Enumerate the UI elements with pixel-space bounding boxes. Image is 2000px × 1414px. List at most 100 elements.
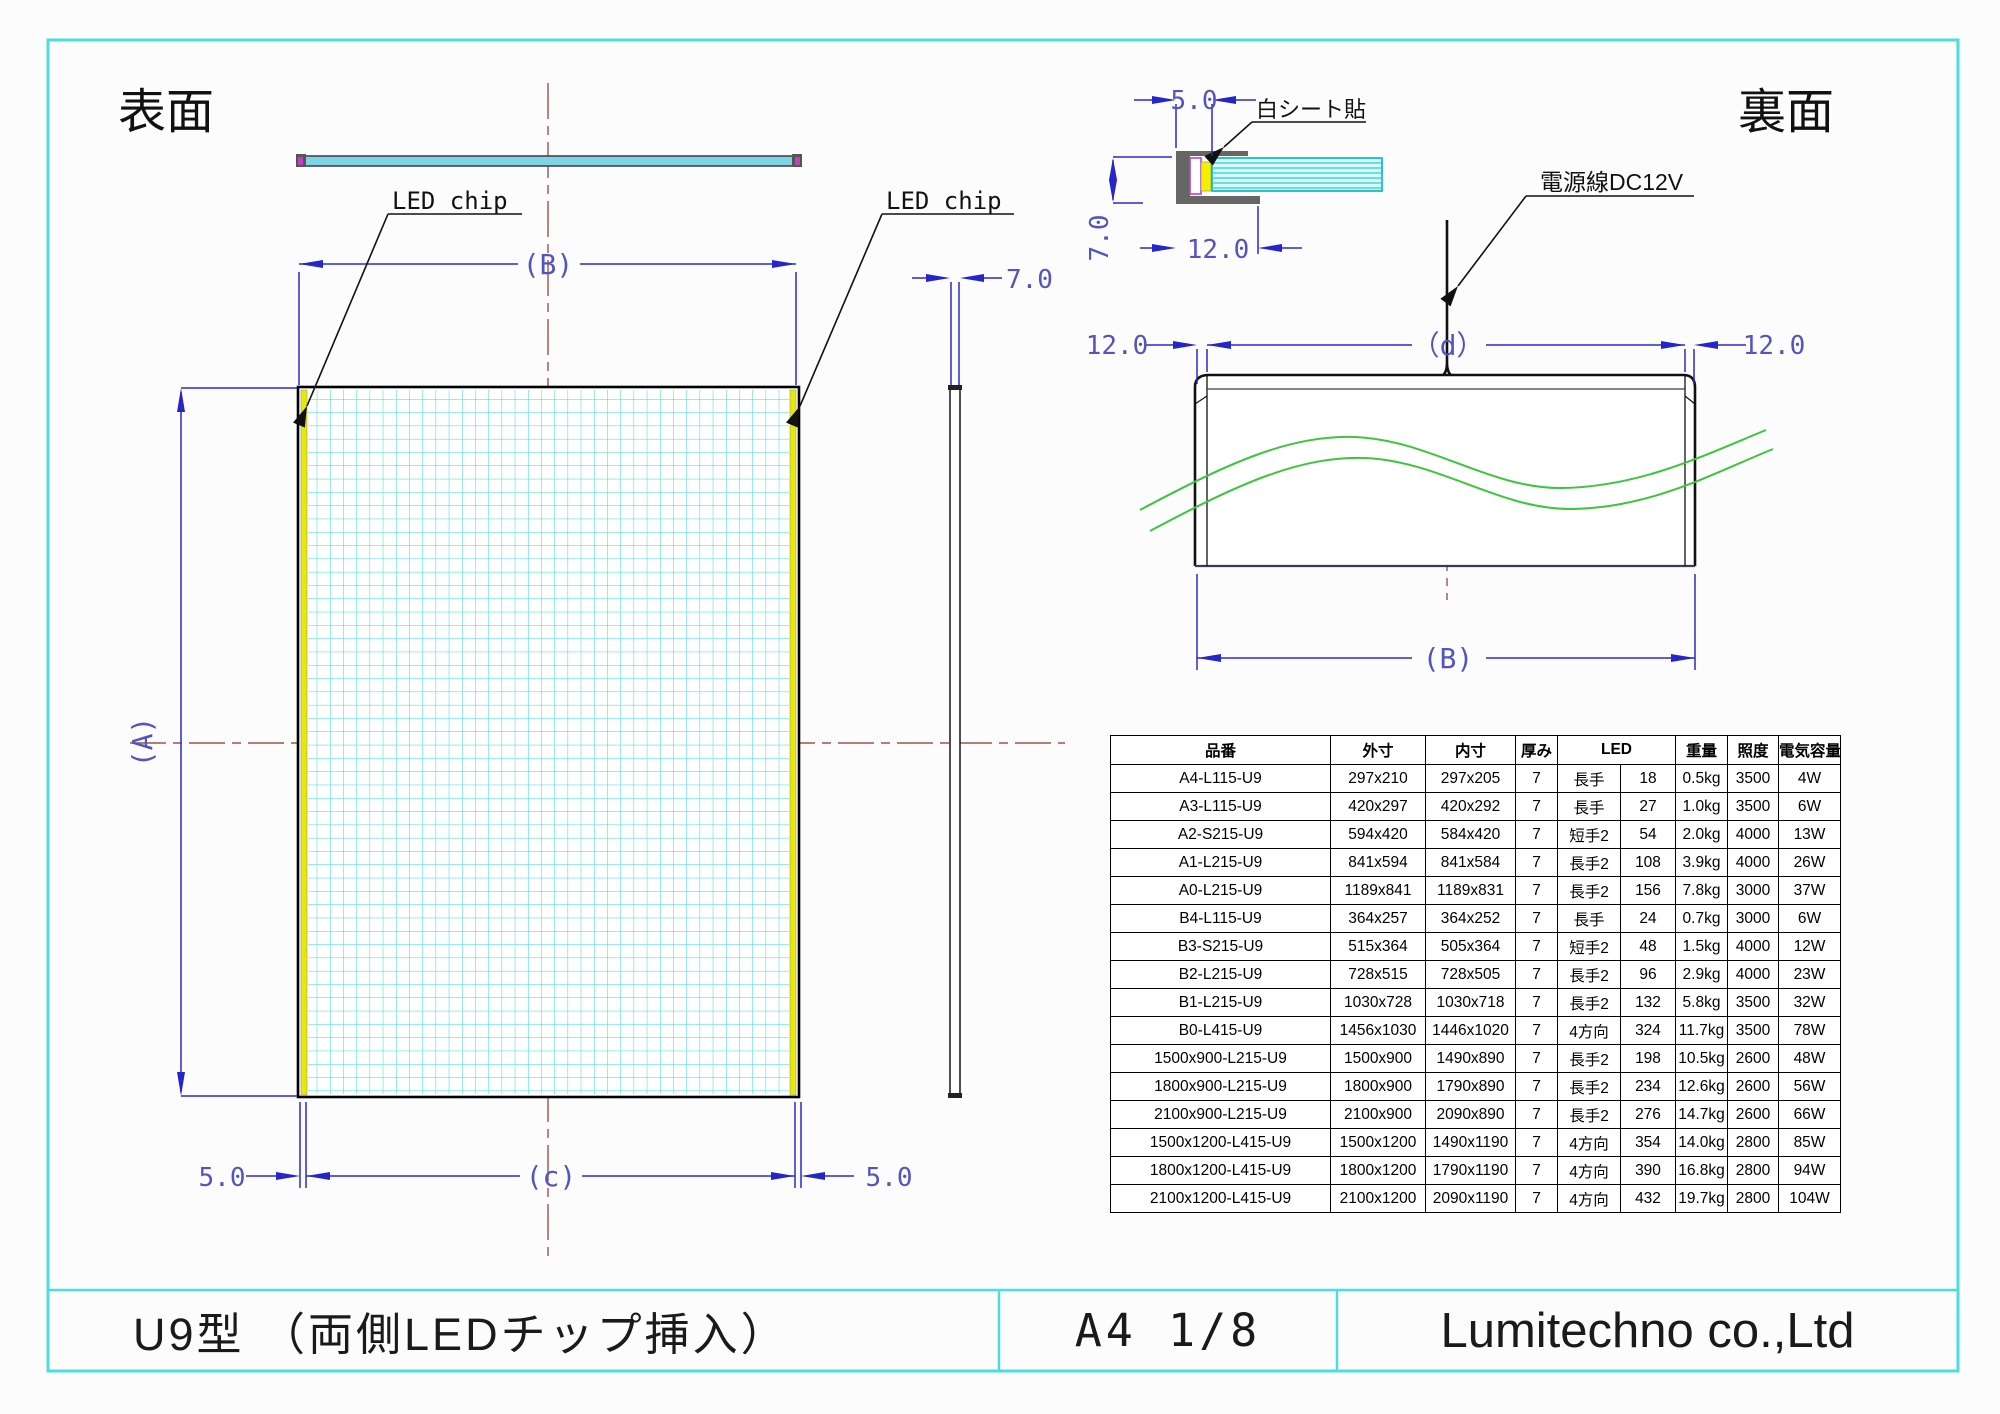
led-chip-callouts: LED chip LED chip	[293, 187, 1014, 428]
table-cell: 長手2	[1557, 1044, 1621, 1073]
section-dim-12-label: 12.0	[1187, 235, 1250, 265]
section-detail: 白シート貼 5.0 7.0 12.0	[1085, 86, 1383, 265]
section-led-chip	[1189, 157, 1202, 195]
table-cell: 4000	[1727, 960, 1779, 989]
table-cell: 13W	[1778, 820, 1841, 849]
table-cell: 7	[1515, 960, 1558, 989]
front-dimension-arrows	[177, 260, 984, 1180]
table-cell: 324	[1620, 1016, 1676, 1045]
table-cell: 432	[1620, 1184, 1676, 1213]
table-cell: 4方向	[1557, 1016, 1621, 1045]
table-cell: 14.0kg	[1675, 1128, 1728, 1157]
table-cell: 37W	[1778, 876, 1841, 905]
table-cell: 23W	[1778, 960, 1841, 989]
power-cable	[1442, 220, 1452, 377]
table-cell: 0.5kg	[1675, 764, 1728, 793]
table-cell: 276	[1620, 1100, 1676, 1129]
table-cell: 短手2	[1557, 932, 1621, 961]
table-cell: 420x292	[1425, 792, 1516, 821]
table-cell: 6W	[1778, 904, 1841, 933]
table-cell: B1-L215-U9	[1110, 988, 1331, 1017]
table-cell: 16.8kg	[1675, 1156, 1728, 1185]
table-header-row: 品番 外寸 内寸 厚み LED 重量 照度 電気容量	[1110, 735, 1841, 765]
table-cell: 11.7kg	[1675, 1016, 1728, 1045]
dim-7-side-label: 7.0	[1006, 265, 1053, 295]
table-cell: B0-L415-U9	[1110, 1016, 1331, 1045]
col-inner-size: 内寸	[1425, 735, 1516, 765]
table-cell: 1456x1030	[1330, 1016, 1426, 1045]
table-cell: 4方向	[1557, 1156, 1621, 1185]
table-cell: 7	[1515, 876, 1558, 905]
table-cell: 7	[1515, 848, 1558, 877]
table-cell: A0-L215-U9	[1110, 876, 1331, 905]
table-cell: 短手2	[1557, 820, 1621, 849]
table-cell: A1-L215-U9	[1110, 848, 1331, 877]
table-cell: 1.0kg	[1675, 792, 1728, 821]
table-cell: A3-L115-U9	[1110, 792, 1331, 821]
table-cell: 156	[1620, 876, 1676, 905]
sheet-number: A4 1/8	[1074, 1304, 1262, 1357]
table-cell: 長手2	[1557, 876, 1621, 905]
table-cell: 4000	[1727, 848, 1779, 877]
table-cell: 1790x890	[1425, 1072, 1516, 1101]
table-cell: 505x364	[1425, 932, 1516, 961]
front-view-panel	[296, 385, 801, 1099]
table-cell: 7	[1515, 1100, 1558, 1129]
table-cell: 4000	[1727, 820, 1779, 849]
table-cell: 728x505	[1425, 960, 1516, 989]
table-cell: 2100x900-L215-U9	[1110, 1100, 1331, 1129]
table-cell: 3000	[1727, 904, 1779, 933]
table-cell: 1446x1020	[1425, 1016, 1516, 1045]
table-cell: 7	[1515, 904, 1558, 933]
table-cell: 354	[1620, 1128, 1676, 1157]
table-cell: 85W	[1778, 1128, 1841, 1157]
table-cell: 297x210	[1330, 764, 1426, 793]
table-cell: A4-L115-U9	[1110, 764, 1331, 793]
table-cell: 24	[1620, 904, 1676, 933]
table-cell: 2.9kg	[1675, 960, 1728, 989]
table-cell: 1790x1190	[1425, 1156, 1516, 1185]
section-dim-5-label: 5.0	[1171, 86, 1218, 116]
table-cell: 48W	[1778, 1044, 1841, 1073]
table-cell: 14.7kg	[1675, 1100, 1728, 1129]
table-cell: 32W	[1778, 988, 1841, 1017]
table-cell: 18	[1620, 764, 1676, 793]
table-cell: 3500	[1727, 1016, 1779, 1045]
dim-a-label: (A)	[126, 717, 159, 768]
table-cell: A2-S215-U9	[1110, 820, 1331, 849]
table-cell: 7	[1515, 792, 1558, 821]
table-cell: 2600	[1727, 1072, 1779, 1101]
table-cell: 6W	[1778, 792, 1841, 821]
back-dim-d: （d）	[1412, 329, 1485, 362]
table-cell: 2100x1200-L415-U9	[1110, 1184, 1331, 1213]
table-cell: 2800	[1727, 1184, 1779, 1213]
led-strip-right	[789, 389, 797, 1096]
table-cell: 420x297	[1330, 792, 1426, 821]
table-cell: 1.5kg	[1675, 932, 1728, 961]
table-cell: 26W	[1778, 848, 1841, 877]
table-cell: 1800x900	[1330, 1072, 1426, 1101]
table-cell: 1800x900-L215-U9	[1110, 1072, 1331, 1101]
col-power: 電気容量	[1778, 735, 1841, 765]
table-cell: 7.8kg	[1675, 876, 1728, 905]
table-cell: 長手	[1557, 764, 1621, 793]
back-view: 電源線DC12V 12.0 （d） 12.0 (B)	[1086, 169, 1806, 675]
back-dim-b: (B)	[1423, 642, 1474, 675]
table-cell: 7	[1515, 1156, 1558, 1185]
table-cell: 7	[1515, 1044, 1558, 1073]
table-cell: 12W	[1778, 932, 1841, 961]
table-cell: 1490x890	[1425, 1044, 1516, 1073]
table-cell: 132	[1620, 988, 1676, 1017]
table-cell: 7	[1515, 988, 1558, 1017]
table-cell: 2800	[1727, 1156, 1779, 1185]
table-cell: 1800x1200-L415-U9	[1110, 1156, 1331, 1185]
table-cell: 長手2	[1557, 1072, 1621, 1101]
table-cell: 長手2	[1557, 988, 1621, 1017]
